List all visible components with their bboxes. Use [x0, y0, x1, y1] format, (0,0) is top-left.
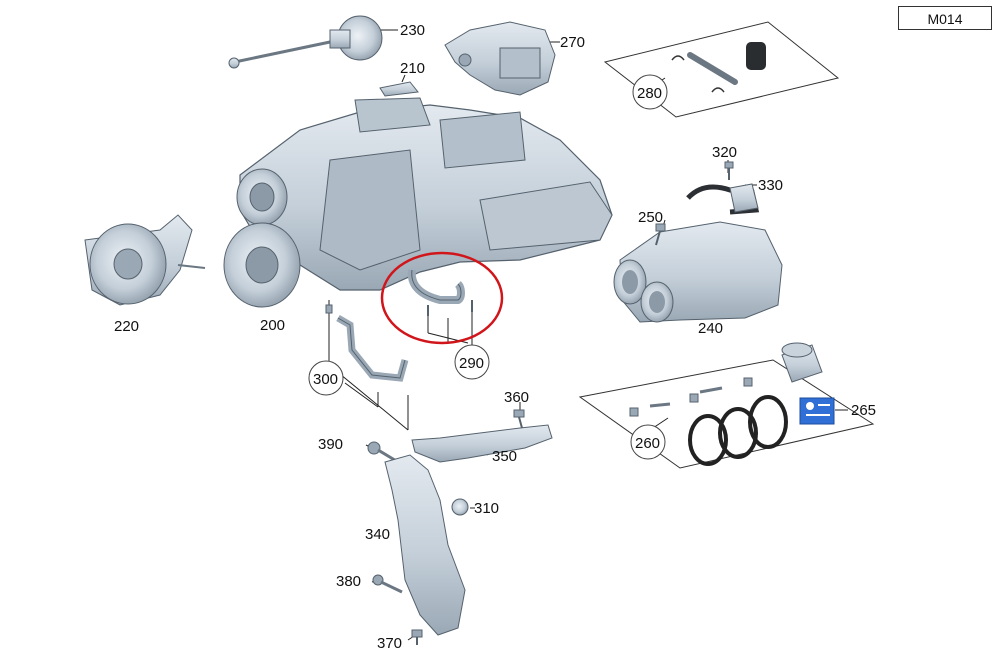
bolt-360 — [513, 409, 525, 429]
highlight-ellipse — [380, 251, 504, 345]
bolt-320 — [724, 161, 734, 180]
callout-circle-300 — [308, 360, 344, 396]
valve-270 — [444, 21, 556, 96]
pipe-290 — [407, 269, 473, 316]
bracket-340 — [384, 454, 466, 636]
bolt-370 — [411, 629, 423, 645]
label-290: 290 — [459, 355, 484, 372]
label-390: 390 — [318, 436, 343, 453]
callout-circle-260 — [630, 424, 666, 460]
actuator-220 — [84, 214, 206, 306]
turbocharger-200 — [223, 97, 613, 308]
label-220: 220 — [114, 318, 139, 335]
nut-310 — [451, 498, 469, 516]
sleeve — [781, 342, 823, 383]
label-360: 360 — [504, 389, 529, 406]
pipe-300 — [325, 304, 409, 382]
kit-280-parts — [671, 42, 766, 93]
label-265: 265 — [851, 402, 876, 419]
label-250: 250 — [638, 209, 663, 226]
label-380: 380 — [336, 573, 361, 590]
label-270: 270 — [560, 34, 585, 51]
label-370: 370 — [377, 635, 402, 652]
diagram-code-box: M014 — [898, 6, 992, 30]
actuator-230 — [228, 15, 383, 69]
bolt-390 — [367, 441, 399, 464]
label-310: 310 — [474, 500, 499, 517]
callout-circle-290 — [454, 344, 490, 380]
label-330: 330 — [758, 177, 783, 194]
bracket-350 — [411, 424, 553, 463]
label-350: 350 — [492, 448, 517, 465]
label-320: 320 — [712, 144, 737, 161]
label-210: 210 — [400, 60, 425, 77]
label-300: 300 — [313, 371, 338, 388]
label-340: 340 — [365, 526, 390, 543]
bracket-330 — [729, 183, 759, 213]
bracket-210 — [379, 81, 419, 97]
label-240: 240 — [698, 320, 723, 337]
bolt-380 — [372, 574, 403, 594]
manifold-240 — [613, 221, 783, 323]
label-260: 260 — [635, 435, 660, 452]
callout-circle-280 — [632, 74, 668, 110]
bolt-250 — [655, 223, 666, 246]
label-sticker-265 — [799, 397, 835, 425]
label-200: 200 — [260, 317, 285, 334]
label-230: 230 — [400, 22, 425, 39]
kit-260-parts — [629, 377, 788, 466]
label-280: 280 — [637, 85, 662, 102]
